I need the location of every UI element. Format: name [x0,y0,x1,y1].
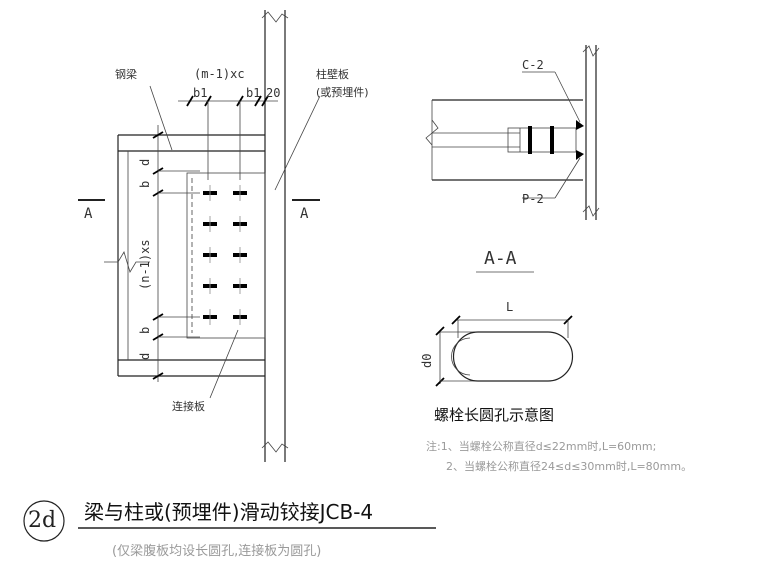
section-aa-title: A-A [484,248,517,269]
slot-hole-lines [435,315,574,387]
dim-vertical-spacing: (n-1)xs [138,239,152,290]
label-column-plate-alt: (或预埋件) [316,86,369,99]
dimension-left [152,125,200,382]
note-1: 注:1、当螺栓公称直径d≤22mm时,L=60mm; [426,440,657,453]
label-steel-beam: 钢梁 [115,68,137,81]
label-connection-plate: 连接板 [172,400,205,413]
label-c2: C-2 [522,58,544,72]
bolt-group [203,185,247,325]
dim-top-spacing: (m-1)xc [194,67,245,81]
title-block [23,500,436,542]
section-aa-lines [425,45,600,273]
dim-d-top: d [138,158,152,166]
dim-b1-a: b1 [193,86,208,100]
slot-title: 螺栓长圆孔示意图 [434,406,555,424]
drawing-subtitle: (仅梁腹板均设长圆孔,连接板为圆孔) [112,544,322,559]
section-mark-left: A [84,206,93,222]
dim-20: 20 [266,86,281,100]
section-mark-right: A [300,206,309,222]
leader-lines [149,85,321,399]
dim-slot-length: L [506,300,514,314]
dim-slot-d0: d0 [420,353,434,368]
dim-b-top: b [138,180,152,188]
connection-plate [186,172,266,339]
label-column-plate: 柱壁板 [316,68,349,81]
column-lines [261,10,289,462]
drawing-id: 2d [28,508,57,533]
note-2: 2、当螺栓公称直径24≤d≤30mm时,L=80mm。 [446,460,693,473]
beam-outline [104,134,265,377]
dim-d-bottom: d [138,352,152,360]
drawing-title: 梁与柱或(预埋件)滑动铰接JCB-4 [84,500,374,524]
dimension-top [178,95,278,180]
label-p2: P-2 [522,192,544,206]
dim-b1-b: b1 [246,86,261,100]
dim-b-bottom: b [138,326,152,334]
